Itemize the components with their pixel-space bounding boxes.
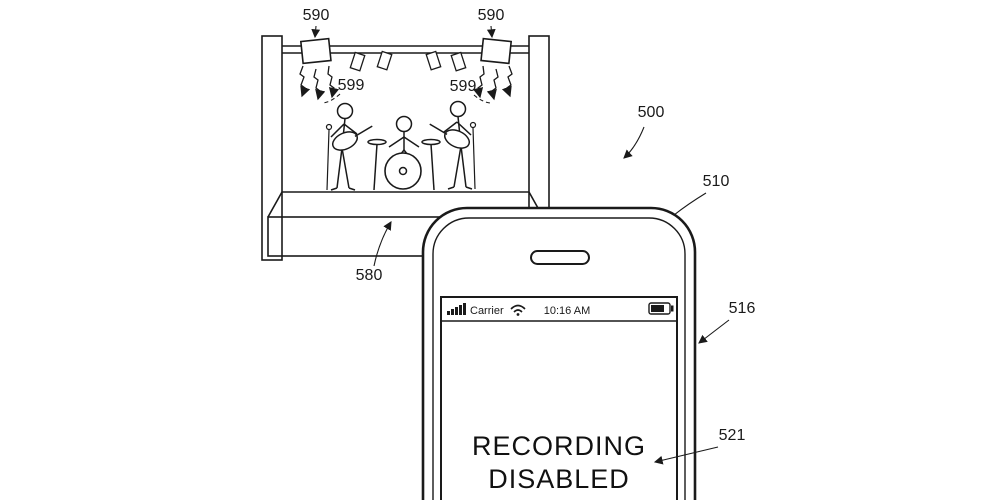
ir-emitter-right <box>480 37 513 65</box>
recording-disabled-line1: RECORDING <box>472 431 646 461</box>
ref-580-label: 580 <box>356 267 383 284</box>
stage-light <box>450 51 467 72</box>
time-label: 10:16 AM <box>544 305 590 317</box>
stage-light <box>376 50 393 71</box>
guitarist-left <box>330 102 373 191</box>
recording-disabled-line2: DISABLED <box>488 464 630 494</box>
ref-500-label: 500 <box>638 104 665 121</box>
ref-516-arrow <box>698 319 730 344</box>
ref-521-label: 521 <box>719 427 746 444</box>
ref-599-left-label: 599 <box>338 77 365 94</box>
ir-signal-bolts-left <box>299 65 340 101</box>
ref-599-left-pointer <box>322 93 341 104</box>
ref-599-right-label: 599 <box>450 78 477 95</box>
signal-strength-icon <box>447 303 466 315</box>
battery-icon <box>648 302 674 315</box>
ref-516-label: 516 <box>729 300 756 317</box>
drum-kit <box>367 138 441 191</box>
carrier-label: Carrier <box>470 305 504 317</box>
ir-signal-bolts-right <box>472 65 513 101</box>
stage-post-left <box>261 35 283 261</box>
ref-590-right-label: 590 <box>478 7 505 24</box>
phone-speaker <box>530 250 590 265</box>
reference-labels: 590 590 599 599 580 500 510 516 521 <box>303 7 756 465</box>
ref-590-left-arrow <box>311 25 321 39</box>
phone-group: Carrier 10:16 AM RECORDING DISABLED <box>421 206 697 500</box>
guitarist-right <box>429 100 473 190</box>
wifi-icon <box>510 304 526 316</box>
phone-inner-outline <box>432 217 686 500</box>
stage-light <box>349 51 366 72</box>
ref-590-right-arrow <box>486 25 496 39</box>
mic-stand-left <box>325 123 333 191</box>
ref-500-arrow <box>623 126 645 159</box>
ref-590-left-label: 590 <box>303 7 330 24</box>
ref-580-arrow <box>373 221 392 267</box>
ir-emitter-left <box>299 37 332 65</box>
ref-521-arrow <box>653 446 719 465</box>
stage-light <box>425 50 442 71</box>
status-bar: Carrier 10:16 AM <box>447 302 674 317</box>
ref-599-right-pointer <box>473 94 491 104</box>
phone-screen <box>440 296 678 500</box>
mic-stand-right <box>469 121 477 190</box>
ref-510-label: 510 <box>703 173 730 190</box>
stage-group <box>261 35 550 261</box>
ref-510-leader <box>673 192 707 216</box>
